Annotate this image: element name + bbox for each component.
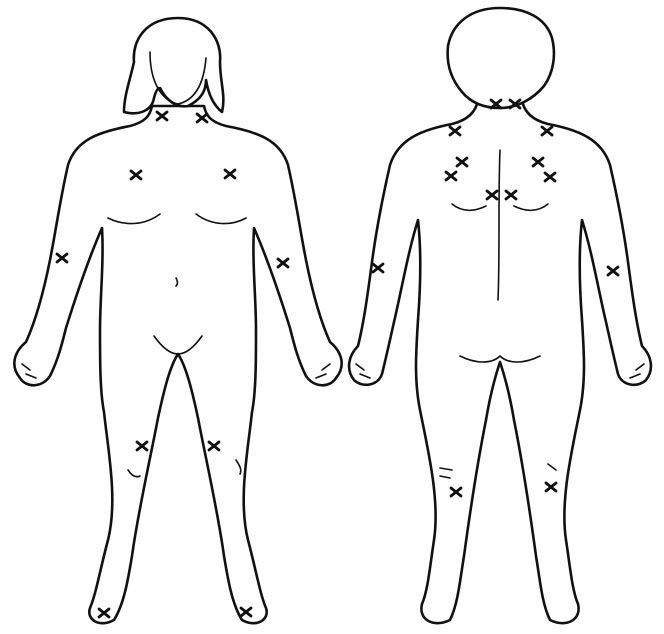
front-hair xyxy=(124,18,223,113)
x-marker-back-calf-right xyxy=(546,483,556,491)
x-marker-front-chest-right xyxy=(225,170,235,178)
x-marker-back-elbow-right xyxy=(608,267,618,275)
x-marker-front-foot-right xyxy=(241,608,251,616)
x-marker-back-shoulder-right xyxy=(542,127,552,135)
front-hand-right xyxy=(316,364,330,378)
back-hand-right xyxy=(630,364,644,378)
x-marker-front-neck-left xyxy=(157,112,167,120)
back-calf-left xyxy=(440,468,452,478)
x-marker-back-elbow-left xyxy=(373,264,383,272)
back-spine xyxy=(498,150,500,300)
x-marker-back-calf-left xyxy=(451,488,461,496)
x-marker-back-shoulder-blade-right-upper xyxy=(533,158,543,166)
front-body-outline xyxy=(14,106,341,623)
x-marker-front-chest-left xyxy=(131,171,141,179)
x-marker-front-knee-left xyxy=(137,442,147,450)
x-marker-back-shoulder-blade-left-lower xyxy=(446,172,456,180)
x-marker-front-neck-right xyxy=(197,114,207,122)
x-marker-back-shoulder-blade-left-upper xyxy=(457,158,467,166)
back-hand-left xyxy=(356,364,370,378)
front-knee-left xyxy=(128,470,140,477)
x-marker-back-spine-left xyxy=(487,191,497,199)
front-navel xyxy=(176,278,178,286)
back-calf-right xyxy=(548,464,556,470)
front-chest-line xyxy=(108,214,246,224)
x-marker-back-shoulder-left xyxy=(450,127,460,135)
front-figure xyxy=(14,18,341,623)
x-marker-back-spine-right xyxy=(506,191,516,199)
front-hand-left xyxy=(22,364,36,378)
x-marker-back-shoulder-blade-right-lower xyxy=(545,173,555,181)
front-groin xyxy=(154,336,202,354)
front-knee-right xyxy=(236,460,241,474)
x-marker-front-knee-right xyxy=(209,442,219,450)
x-marker-front-elbow-right xyxy=(278,259,288,267)
back-hair xyxy=(448,8,554,108)
back-shoulder-blades xyxy=(452,204,548,210)
x-marker-front-foot-left xyxy=(99,609,109,617)
x-marker-front-elbow-left xyxy=(57,254,67,262)
